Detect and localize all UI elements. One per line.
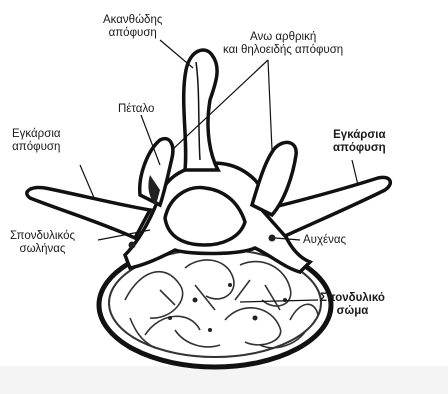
label-spinous-process-line2: απόφυση bbox=[103, 27, 162, 40]
label-lamina: Πέταλο bbox=[118, 103, 154, 116]
label-superior-articular-line1: Ανω αρθρική bbox=[223, 31, 343, 44]
label-transverse-left-line1: Εγκάρσια bbox=[12, 128, 61, 141]
label-spinal-canal: Σπονδυλικός σωλήνας bbox=[10, 230, 75, 256]
label-transverse-right: Εγκάρσια απόφυση bbox=[333, 129, 386, 155]
label-vertebral-body-line1: Σπονδυλικό bbox=[320, 292, 385, 305]
label-vertebral-body-line2: σώμα bbox=[320, 305, 385, 318]
label-transverse-left-line2: απόφυση bbox=[12, 141, 61, 154]
label-transverse-left: Εγκάρσια απόφυση bbox=[12, 128, 61, 154]
label-pedicle: Αυχένας bbox=[303, 234, 346, 247]
label-spinal-canal-line1: Σπονδυλικός bbox=[10, 230, 75, 243]
label-spinous-process-line1: Ακανθώδης bbox=[103, 14, 162, 27]
label-transverse-right-line1: Εγκάρσια bbox=[333, 129, 386, 142]
label-superior-articular: Ανω αρθρική και θηλοειδής απόφυση bbox=[223, 31, 343, 57]
label-superior-articular-line2: και θηλοειδής απόφυση bbox=[223, 44, 343, 57]
label-vertebral-body: Σπονδυλικό σώμα bbox=[320, 292, 385, 318]
label-pedicle-line1: Αυχένας bbox=[303, 234, 346, 247]
label-lamina-line1: Πέταλο bbox=[118, 103, 154, 116]
label-transverse-right-line2: απόφυση bbox=[333, 142, 386, 155]
label-spinous-process: Ακανθώδης απόφυση bbox=[103, 14, 162, 40]
label-spinal-canal-line2: σωλήνας bbox=[10, 243, 75, 256]
